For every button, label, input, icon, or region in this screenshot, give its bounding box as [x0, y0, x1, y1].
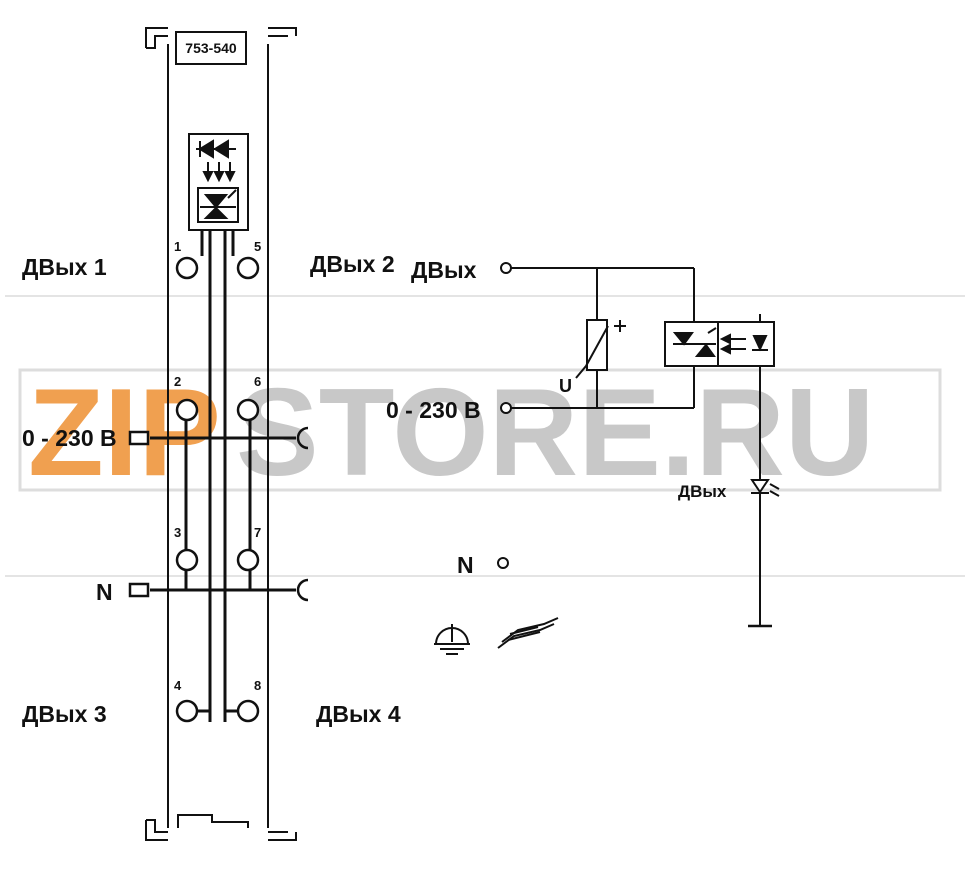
terminals	[175, 256, 260, 723]
terminal-3	[175, 548, 199, 572]
bus-connectors	[128, 426, 309, 602]
label-dout-3: ДВых 3	[22, 701, 107, 727]
label-circuit-output: ДВых	[411, 257, 477, 283]
terminal-number-1: 1	[174, 239, 181, 254]
terminal-6	[236, 398, 260, 422]
strip-wiring	[150, 230, 296, 722]
terminal-number-2: 2	[174, 374, 181, 389]
side-labels: ДВых 1 ДВых 2 0 - 230 В N ДВых 3 ДВых 4	[22, 251, 401, 727]
label-dout-4: ДВых 4	[316, 701, 401, 727]
output-circuit	[497, 262, 780, 628]
neutral-socket-right	[296, 578, 309, 602]
label-supply-left: 0 - 230 В	[22, 425, 117, 451]
terminal-number-3: 3	[174, 525, 181, 540]
label-dout-2: ДВых 2	[310, 251, 395, 277]
din-rail-icon	[497, 617, 559, 649]
part-number: 753-540	[185, 40, 237, 56]
terminal-2	[175, 398, 199, 422]
label-circuit-led: ДВых	[678, 482, 727, 501]
label-circuit-voltage: U	[559, 376, 572, 396]
circuit-labels: ДВых 0 - 230 В U ДВых N	[386, 257, 727, 578]
terminal-number-8: 8	[254, 678, 261, 693]
terminal-number-6: 6	[254, 374, 261, 389]
terminal-5	[236, 256, 260, 280]
module-housing	[145, 27, 297, 841]
terminal-number-4: 4	[174, 678, 182, 693]
terminal-number-5: 5	[254, 239, 261, 254]
neutral-pin-left	[128, 582, 150, 598]
terminal-1	[175, 256, 199, 280]
supply-pin-left	[128, 430, 150, 446]
terminal-7	[236, 548, 260, 572]
supply-socket-right	[296, 426, 309, 450]
part-number-label: 753-540	[175, 31, 247, 65]
terminal-number-7: 7	[254, 525, 261, 540]
label-neutral-left: N	[96, 579, 113, 605]
watermark-store-ru: STORE.RU	[236, 364, 874, 502]
terminal-4	[175, 699, 199, 723]
label-circuit-supply: 0 - 230 В	[386, 397, 481, 423]
label-dout-1: ДВых 1	[22, 254, 107, 280]
watermark-zip: ZIP	[28, 364, 221, 502]
label-circuit-neutral: N	[457, 552, 474, 578]
terminal-numbers: 1 5 2 6 3 7 4 8	[174, 239, 261, 693]
terminal-8	[236, 699, 260, 723]
status-led-block	[188, 133, 249, 231]
ground-icon	[434, 624, 470, 655]
